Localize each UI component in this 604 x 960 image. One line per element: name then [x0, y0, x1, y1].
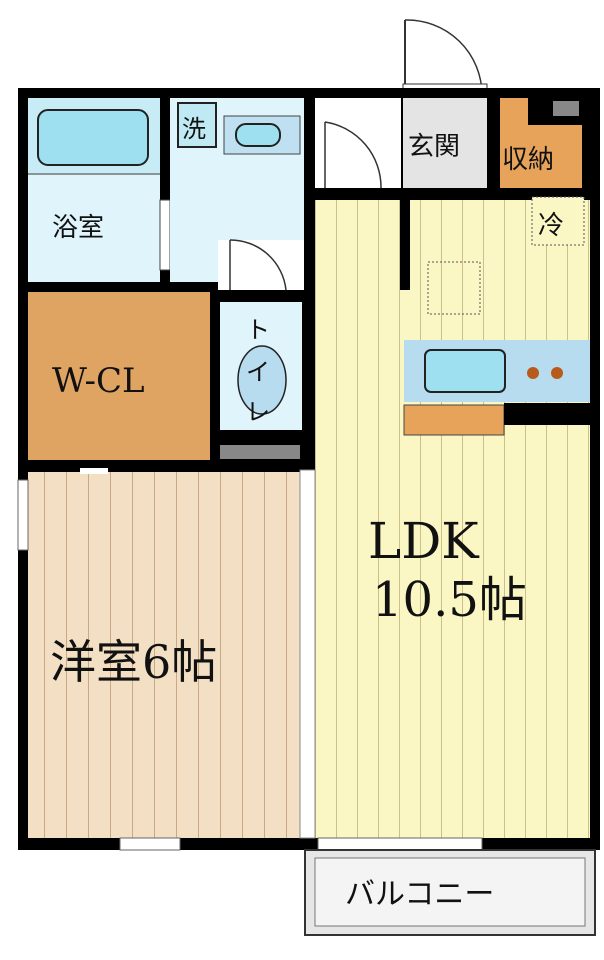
- ldk-size-label: 10.5帖: [372, 572, 527, 628]
- toilet-label-1: ト: [246, 316, 270, 344]
- storage-label: 収納: [502, 145, 554, 175]
- balcony-label: バルコニー: [345, 877, 494, 912]
- ldk-room: [315, 200, 590, 838]
- washer-space: [427, 261, 481, 315]
- western-room: [28, 472, 300, 838]
- toilet-label-3: レ: [246, 398, 270, 426]
- western-room-label: 洋室6帖: [50, 635, 217, 689]
- fridge-space: [531, 196, 585, 246]
- front-door: [402, 19, 488, 97]
- walk-in-closet: [28, 292, 210, 460]
- storage: [500, 125, 582, 188]
- bath-label: 浴室: [52, 213, 104, 243]
- sink-icon: [235, 123, 281, 147]
- bathtub-icon: [37, 109, 149, 166]
- ldk-label: LDK: [368, 512, 480, 570]
- closet-label: W-CL: [52, 361, 145, 401]
- wash-label: 洗: [182, 115, 206, 143]
- entry-hall: [315, 98, 401, 188]
- toilet-label-2: イ: [246, 358, 270, 386]
- entrance: [403, 98, 487, 188]
- stove-burner-icon: [551, 367, 563, 379]
- washer-box: [177, 102, 217, 148]
- toilet-icon: [237, 345, 287, 415]
- kitchen-sink-icon: [424, 349, 506, 393]
- entrance-label: 玄関: [408, 132, 460, 162]
- fridge-label: 冷: [538, 211, 564, 241]
- stove-burner-icon: [527, 367, 539, 379]
